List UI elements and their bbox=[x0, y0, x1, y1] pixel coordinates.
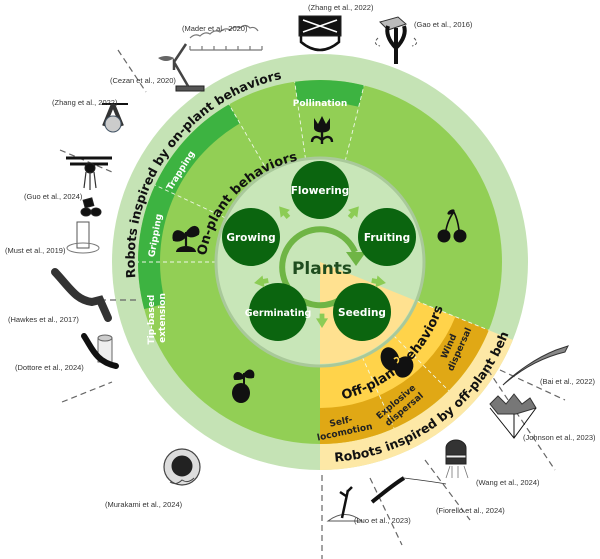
gao-robot-icon bbox=[374, 16, 418, 64]
fiorello-robot-icon bbox=[370, 476, 447, 504]
luo-robot-icon bbox=[326, 486, 364, 522]
guide-line bbox=[61, 381, 113, 403]
stage-label: Germinating bbox=[245, 308, 312, 319]
citation-wang-2024: (Wang et al., 2024) bbox=[476, 478, 540, 487]
murakami-robot-icon bbox=[163, 448, 201, 486]
cycle-arrow-head-icon bbox=[346, 252, 366, 266]
citation-zhang-2022-left: (Zhang et al., 2022) bbox=[52, 98, 118, 107]
category-divider bbox=[361, 356, 395, 429]
citation-bai-2022: (Bai et al., 2022) bbox=[540, 377, 596, 386]
citations: (Zhang et al., 2022) (Mader et al., 2020… bbox=[5, 3, 596, 525]
citation-luo-2023: (Luo et al., 2023) bbox=[354, 516, 411, 525]
category-pollination: Pollination bbox=[293, 99, 348, 109]
stage-arrows bbox=[254, 206, 386, 328]
citation-mader-2020: (Mader et al., 2020) bbox=[182, 24, 248, 33]
guide-line bbox=[117, 49, 147, 93]
center-label: Plants bbox=[292, 259, 352, 279]
guide-line bbox=[369, 477, 403, 546]
guide-line bbox=[499, 369, 566, 401]
stage-circle bbox=[358, 208, 416, 266]
category-tip-based-extension: Tip-based extension bbox=[147, 292, 168, 345]
seedling-icon bbox=[172, 226, 200, 252]
stage-label: Fruiting bbox=[364, 232, 410, 244]
stage-seeding: Seeding bbox=[333, 283, 391, 341]
hawkes-robot-icon bbox=[51, 268, 112, 322]
guide-line bbox=[487, 369, 556, 471]
stage-label: Flowering bbox=[291, 185, 350, 197]
category-divider bbox=[393, 335, 450, 392]
stage-circle bbox=[249, 283, 307, 341]
stage-circle bbox=[291, 161, 349, 219]
citation-johnson-2023: (Johnson et al., 2023) bbox=[523, 433, 596, 442]
citation-must-2019: (Must et al., 2019) bbox=[5, 246, 66, 255]
guide-line bbox=[424, 459, 471, 521]
citation-fiorello-2024: (Fiorello et al., 2024) bbox=[436, 506, 505, 515]
citation-dottore-2024: (Dottore et al., 2024) bbox=[15, 363, 84, 372]
bai-robot-icon bbox=[502, 345, 569, 386]
cycle-arrow bbox=[279, 226, 366, 309]
cezan-robot-icon bbox=[158, 43, 205, 92]
zhang-2022-top-robot-icon bbox=[298, 15, 342, 52]
citation-cezan-2020: (Cezan et al., 2020) bbox=[110, 76, 176, 85]
stage-label: Seeding bbox=[338, 307, 386, 319]
stage-label: Growing bbox=[226, 232, 275, 244]
citation-gao-2016: (Gao et al., 2016) bbox=[414, 20, 473, 29]
johnson-robot-icon bbox=[489, 393, 537, 439]
stage-arrow-icon bbox=[316, 313, 328, 328]
tulip-icon bbox=[310, 116, 334, 144]
citation-hawkes-2017: (Hawkes et al., 2017) bbox=[8, 315, 79, 324]
category-divider bbox=[154, 184, 226, 219]
stage-fruiting: Fruiting bbox=[358, 208, 416, 266]
stage-germinating: Germinating bbox=[245, 283, 312, 341]
zhang-2022-left-robot-icon bbox=[102, 103, 128, 133]
off-plant-category-strip bbox=[320, 316, 489, 444]
citation-guo-2024: (Guo et al., 2024) bbox=[24, 192, 83, 201]
category-divider bbox=[228, 104, 269, 173]
category-divider bbox=[344, 85, 365, 162]
guo-drone-robot-icon bbox=[66, 156, 112, 209]
mader-robot-icon bbox=[189, 24, 263, 51]
category-divider bbox=[416, 300, 489, 331]
guide-lines bbox=[59, 49, 566, 559]
stage-circle bbox=[333, 283, 391, 341]
dottore-robot-icon bbox=[81, 333, 119, 369]
sprouting-seed-icon bbox=[232, 369, 255, 403]
category-dividers bbox=[138, 81, 489, 429]
wang-robot-icon bbox=[445, 439, 469, 479]
stage-arrow-icon bbox=[347, 206, 359, 219]
stage-flowering: Flowering bbox=[291, 161, 350, 219]
cherry-icon bbox=[437, 209, 467, 243]
citation-murakami-2024: (Murakami et al., 2024) bbox=[105, 500, 183, 509]
must-robot-icon bbox=[66, 207, 102, 254]
mid-disc bbox=[137, 79, 502, 444]
on-plant-category-strip bbox=[137, 104, 240, 310]
stage-arrow-icon bbox=[279, 206, 291, 219]
citation-zhang-2022-top: (Zhang et al., 2022) bbox=[308, 3, 374, 12]
pollination-strip bbox=[294, 79, 365, 107]
robot-illustrations bbox=[51, 15, 569, 522]
stage-growing: Growing bbox=[222, 208, 280, 266]
bean-seeds-icon bbox=[380, 347, 414, 378]
category-divider bbox=[294, 81, 306, 160]
stage-arrow-icon bbox=[254, 275, 269, 288]
stage-circle bbox=[222, 208, 280, 266]
stage-arrow-icon bbox=[371, 275, 386, 288]
